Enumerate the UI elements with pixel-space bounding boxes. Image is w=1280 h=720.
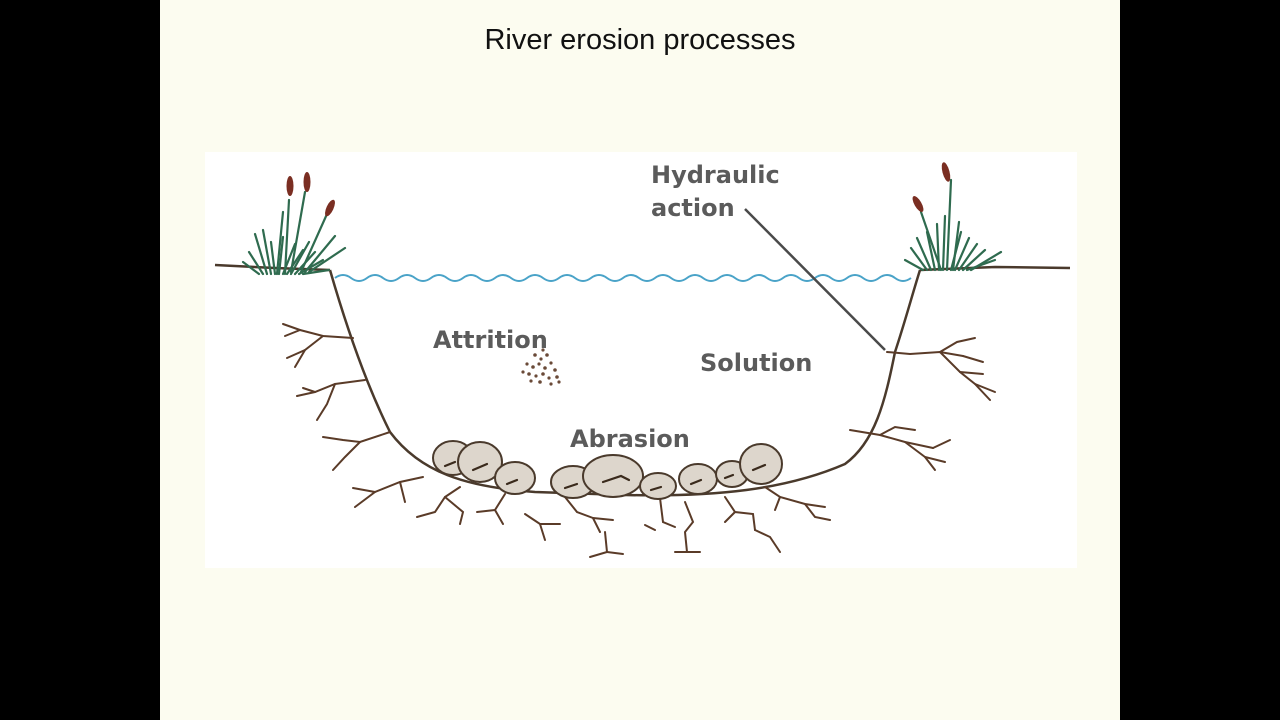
rock-cracks: [443, 460, 767, 492]
right-ground-line: [919, 265, 1071, 272]
bank-roots: [282, 323, 996, 558]
attrition-particles: [521, 348, 561, 386]
diagram-panel: Hydraulic action Attrition Solution Abra…: [205, 152, 1077, 568]
slide-title: River erosion processes: [484, 24, 796, 56]
river-erosion-diagram: Hydraulic action Attrition Solution Abra…: [214, 161, 1071, 558]
water-surface: [334, 274, 912, 282]
slide: River erosion processes: [160, 0, 1120, 720]
left-reeds: [241, 172, 347, 276]
label-hydraulic-line2: action: [651, 194, 735, 222]
right-reeds: [903, 162, 1003, 272]
label-attrition: Attrition: [433, 326, 548, 354]
hydraulic-leader-line: [744, 208, 886, 351]
label-solution: Solution: [700, 349, 812, 377]
label-hydraulic-line1: Hydraulic: [651, 161, 780, 189]
label-abrasion: Abrasion: [570, 425, 690, 453]
bed-rocks: [432, 440, 783, 500]
